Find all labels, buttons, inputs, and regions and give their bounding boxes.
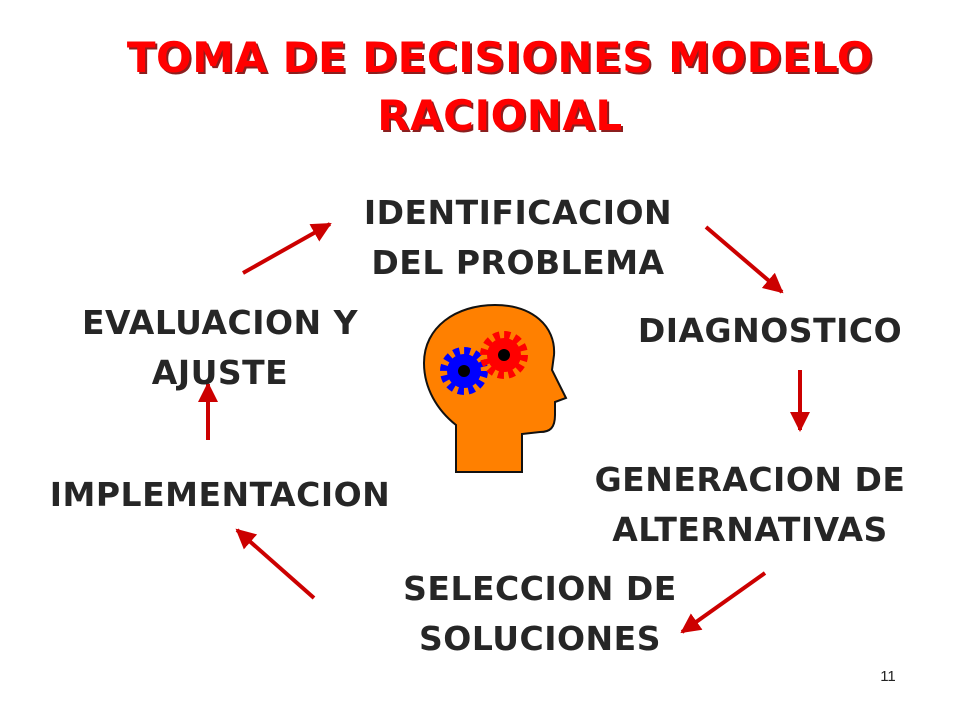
step-generacion-line1: GENERACION DE	[594, 460, 906, 499]
page-number: 11	[880, 668, 896, 685]
step-seleccion-line1: SELECCION DE	[403, 569, 677, 608]
blue-gear-icon	[440, 347, 488, 395]
arrow-generacion-to-seleccion	[680, 571, 767, 634]
title-line-2: RACIONAL	[377, 91, 623, 140]
step-diagnostico: DIAGNOSTICO	[610, 306, 930, 356]
step-evaluacion-line2: AJUSTE	[151, 353, 289, 392]
step-evaluacion-line1: EVALUACION Y	[81, 303, 359, 342]
step-evaluacion: EVALUACION Y AJUSTE	[40, 298, 400, 398]
step-seleccion: SELECCION DE SOLUCIONES	[340, 564, 740, 664]
step-generacion: GENERACION DE ALTERNATIVAS	[565, 455, 935, 555]
step-diagnostico-line1: DIAGNOSTICO	[637, 311, 903, 350]
title-line-1: TOMA DE DECISIONES MODELO	[126, 33, 874, 82]
arrow-evaluacion-to-identificacion	[242, 222, 332, 275]
step-identificacion: IDENTIFICACION DEL PROBLEMA	[318, 188, 718, 288]
arrow-seleccion-to-implementacion	[235, 528, 316, 600]
step-identificacion-line2: DEL PROBLEMA	[371, 243, 665, 282]
step-implementacion: IMPLEMENTACION	[20, 470, 420, 520]
step-generacion-line2: ALTERNATIVAS	[612, 510, 888, 549]
step-implementacion-line1: IMPLEMENTACION	[49, 475, 391, 514]
step-identificacion-line1: IDENTIFICACION	[363, 193, 673, 232]
red-gear-icon	[480, 331, 528, 379]
step-seleccion-line2: SOLUCIONES	[419, 619, 661, 658]
head-silhouette	[422, 303, 568, 473]
arrow-identificacion-to-diagnostico	[704, 225, 784, 294]
